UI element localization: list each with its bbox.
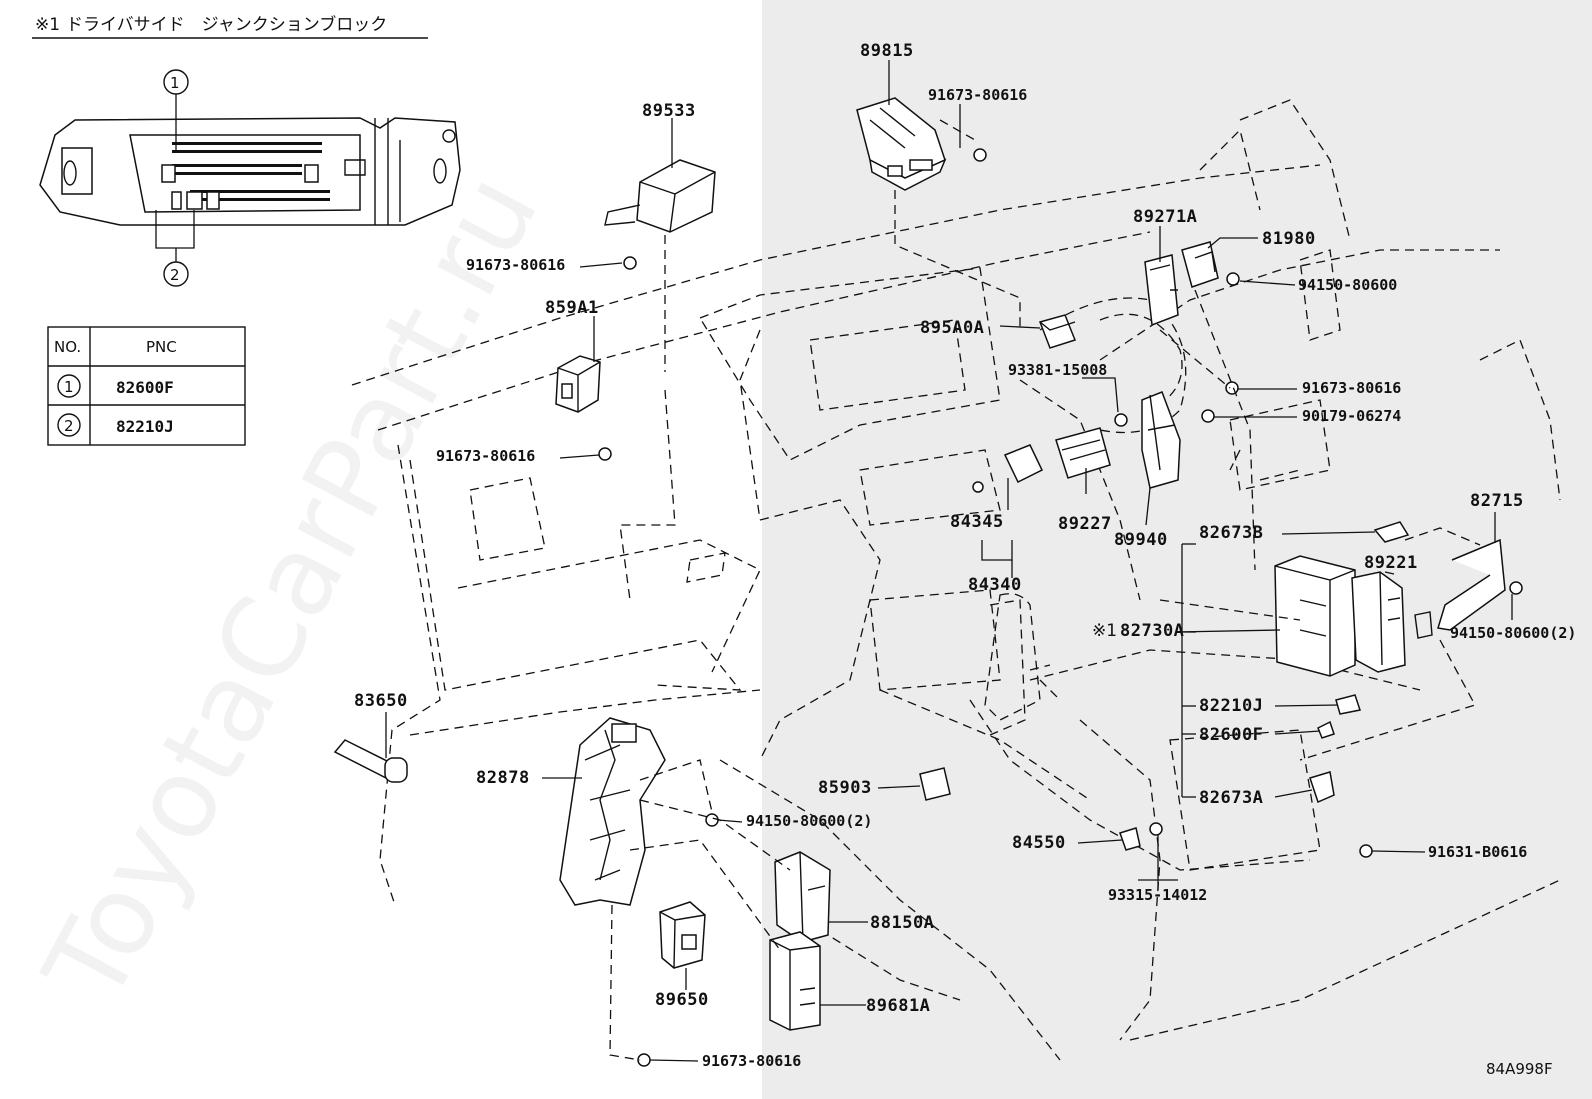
label-82878: 82878: [476, 768, 530, 788]
label-82673A: 82673A: [1199, 788, 1263, 808]
table-header-pnc: PNC: [146, 338, 177, 356]
part-82600F: [1317, 720, 1335, 739]
junction-block-illustration: 1 2: [39, 69, 461, 287]
label-91673-80616-bottom: 91673-80616: [702, 1052, 801, 1070]
part-83650: [333, 739, 408, 783]
dashed-leaders: [609, 119, 1481, 1061]
part-89227: [1055, 427, 1111, 479]
label-89221: 89221: [1364, 553, 1418, 573]
part-89940: [1141, 391, 1181, 489]
part-89271A: [1144, 254, 1179, 327]
label-859A1: 859A1: [545, 298, 599, 318]
label-82715: 82715: [1470, 491, 1524, 511]
part-82878: [559, 717, 666, 906]
label-85903: 85903: [818, 778, 872, 798]
part-84550: [1119, 827, 1141, 851]
label-91673-80616-left: 91673-80616: [466, 256, 565, 274]
part-88150A: [774, 851, 831, 943]
part-895A0A: [1039, 314, 1076, 349]
label-93315-14012: 93315-14012: [1108, 886, 1207, 904]
dashboard-outline: [351, 99, 1561, 1061]
label-83650: 83650: [354, 691, 408, 711]
label-84340: 84340: [968, 575, 1022, 595]
part-859A1: [555, 355, 601, 413]
label-84550: 84550: [1012, 833, 1066, 853]
header-title: ドライバサイド ジャンクションブロック: [66, 14, 387, 35]
part-82673B: [1373, 521, 1410, 543]
label-895A0A: 895A0A: [920, 318, 984, 338]
part-89650: [659, 901, 706, 969]
label-90179-06274: 90179-06274: [1302, 407, 1401, 425]
part-82673A: [1309, 771, 1335, 804]
label-91631-B0616: 91631-B0616: [1428, 843, 1527, 861]
part-89815: [856, 97, 947, 191]
part-labels: 89815 91673-80616 89533 91673-80616 859A…: [354, 41, 1576, 1070]
header: ※1 ドライバサイド ジャンクションブロック: [32, 14, 428, 39]
part-85903: [919, 767, 951, 801]
label-81980: 81980: [1262, 229, 1316, 249]
label-82600F: 82600F: [1199, 725, 1263, 745]
label-82730A: 82730A: [1120, 621, 1184, 641]
part-89221: [1351, 571, 1406, 673]
label-91673-80616-mid: 91673-80616: [436, 447, 535, 465]
label-89533: 89533: [642, 101, 696, 121]
callout-1-text: 1: [170, 74, 180, 92]
pnc-table: NO. PNC 1 82600F 2 82210J: [47, 326, 246, 446]
table-row-pnc: 82600F: [116, 378, 174, 397]
part-89681A: [769, 931, 821, 1031]
label-94150-80600-2-left: 94150-80600(2): [746, 812, 872, 830]
part-82715: [1414, 538, 1523, 639]
diagram-code: 84A998F: [1486, 1060, 1553, 1078]
part-82210J: [1335, 694, 1361, 715]
label-91673-80616-top: 91673-80616: [928, 86, 1027, 104]
label-84345: 84345: [950, 512, 1004, 532]
watermark: ToyotaCarPart.ru: [19, 154, 562, 1023]
fasteners: [598, 148, 1373, 1067]
part-84345: [972, 444, 1043, 493]
label-89815: 89815: [860, 41, 914, 61]
label-89650: 89650: [655, 990, 709, 1010]
label-93381-15008: 93381-15008: [1008, 361, 1107, 379]
callout-2-text: 2: [170, 266, 180, 284]
table-row-no: 2: [64, 417, 74, 435]
label-82730A-mark: ※1: [1092, 621, 1117, 641]
table-row-no: 1: [64, 378, 74, 396]
part-89533: [604, 159, 716, 233]
label-94150-80600-2-right: 94150-80600(2): [1450, 624, 1576, 642]
part-82730A: [1274, 555, 1356, 677]
label-89681A: 89681A: [866, 996, 930, 1016]
leader-lines: [385, 60, 1513, 1062]
label-94150-80600-top: 94150-80600: [1298, 276, 1397, 294]
label-91673-80616-right: 91673-80616: [1302, 379, 1401, 397]
label-89271A: 89271A: [1133, 207, 1197, 227]
label-89227: 89227: [1058, 514, 1112, 534]
table-header-no: NO.: [54, 338, 81, 356]
part-81980: [1181, 241, 1219, 288]
table-row-pnc: 82210J: [116, 417, 174, 436]
label-89940: 89940: [1114, 530, 1168, 550]
fuse-slots: [172, 142, 330, 201]
label-82673B: 82673B: [1199, 523, 1263, 543]
label-82210J: 82210J: [1199, 696, 1263, 716]
label-88150A: 88150A: [870, 913, 934, 933]
header-note-mark: ※1: [35, 15, 60, 35]
